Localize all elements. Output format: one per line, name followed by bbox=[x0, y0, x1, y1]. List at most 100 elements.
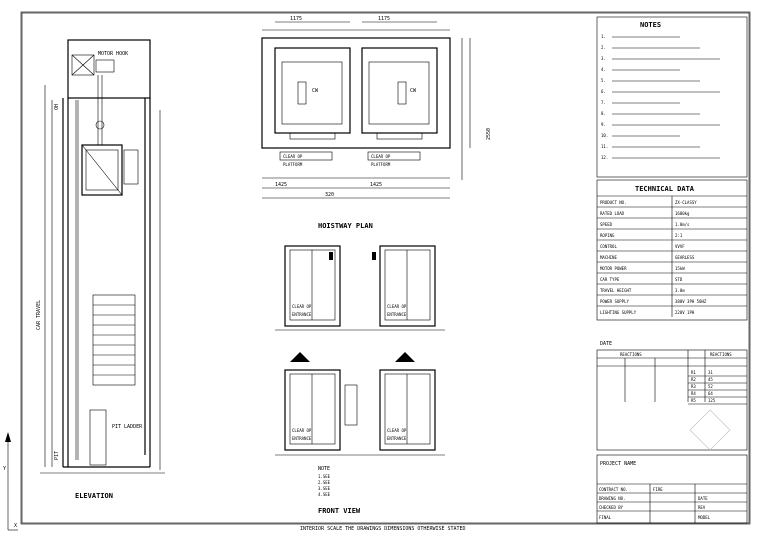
reaction-value: 64 bbox=[708, 391, 713, 396]
elevation-title: ELEVATION bbox=[75, 492, 113, 500]
machine-note: MOTOR HOOK bbox=[98, 51, 128, 57]
reaction-id: R3 bbox=[691, 384, 696, 389]
svg-text:CONTRACT NO.: CONTRACT NO. bbox=[599, 487, 628, 492]
ladder bbox=[92, 294, 136, 386]
machine-room bbox=[67, 39, 151, 99]
svg-text:DATE: DATE bbox=[600, 341, 612, 347]
reaction-value: 52 bbox=[708, 384, 713, 389]
tech-label: RATED LOAD bbox=[600, 211, 625, 216]
tech-label: ROPING bbox=[600, 233, 615, 238]
svg-text:2550: 2550 bbox=[486, 128, 492, 140]
note-line: 5. bbox=[601, 78, 606, 83]
svg-text:DRAWING NO.: DRAWING NO. bbox=[599, 496, 626, 501]
car-frame bbox=[81, 144, 123, 196]
hoistway-outline bbox=[261, 37, 451, 149]
front-view: CLEAR OP CLEAR OP ENTRANCE ENTRANCE CLEA… bbox=[275, 245, 445, 515]
counterweight bbox=[123, 149, 139, 185]
svg-text:ENTRANCE: ENTRANCE bbox=[387, 436, 407, 441]
elevation-view: MOTOR HOOK PIT LADDER bbox=[36, 39, 165, 500]
note-line: 12. bbox=[601, 155, 608, 160]
svg-text:PLATFORM: PLATFORM bbox=[283, 162, 303, 167]
dim-car-travel: CAR TRAVEL bbox=[36, 300, 42, 330]
tech-value: 15kW bbox=[675, 266, 685, 271]
note-line: 10. bbox=[601, 133, 608, 138]
note-line: 7. bbox=[601, 100, 606, 105]
sheave-icon bbox=[95, 120, 105, 130]
svg-text:320: 320 bbox=[325, 192, 334, 198]
svg-text:2.SEE: 2.SEE bbox=[318, 480, 331, 485]
svg-text:FIRE: FIRE bbox=[653, 487, 663, 492]
tech-label: CONTROL bbox=[600, 244, 617, 249]
tech-label: MACHINE bbox=[600, 255, 617, 260]
tech-value: 3.0m bbox=[675, 288, 685, 293]
tech-value: 1.0m/s bbox=[675, 222, 690, 227]
tech-label: MOTOR POWER bbox=[600, 266, 627, 271]
sheet-outer-border bbox=[20, 11, 751, 525]
reaction-value: 45 bbox=[708, 377, 713, 382]
sheet-border bbox=[21, 12, 750, 524]
svg-text:CLEAR OP: CLEAR OP bbox=[283, 154, 303, 159]
reaction-value: 125 bbox=[708, 398, 716, 403]
svg-text:REV: REV bbox=[698, 505, 706, 510]
reaction-id: R1 bbox=[691, 370, 696, 375]
tech-value: 380V 3PH 50HZ bbox=[675, 299, 707, 304]
svg-text:CW: CW bbox=[312, 88, 319, 94]
svg-text:1425: 1425 bbox=[370, 182, 382, 188]
note-line: 8. bbox=[601, 111, 606, 116]
svg-text:ENTRANCE: ENTRANCE bbox=[292, 436, 312, 441]
door-front-ur bbox=[379, 245, 436, 327]
note-line: 4. bbox=[601, 67, 606, 72]
svg-text:X: X bbox=[14, 523, 17, 529]
svg-text:CLEAR OP: CLEAR OP bbox=[387, 304, 407, 309]
svg-text:1175: 1175 bbox=[378, 16, 390, 22]
front-view-title: FRONT VIEW bbox=[318, 507, 361, 515]
door-front-lr bbox=[379, 369, 436, 451]
tech-value: 1600kg bbox=[675, 211, 690, 216]
door-front-ll bbox=[284, 369, 341, 451]
svg-text:NOTE: NOTE bbox=[318, 466, 330, 472]
motor-icon bbox=[95, 59, 115, 73]
tech-label: LIGHTING SUPPLY bbox=[600, 310, 637, 315]
svg-text:CLEAR OP: CLEAR OP bbox=[292, 304, 312, 309]
hoistway-plan-title: HOISTWAY PLAN bbox=[318, 222, 373, 230]
note-line: 9. bbox=[601, 122, 606, 127]
svg-text:CHECKED BY: CHECKED BY bbox=[599, 505, 624, 510]
tech-label: PRODUCT NO. bbox=[600, 200, 627, 205]
svg-text:CW: CW bbox=[410, 88, 417, 94]
note-line: 2. bbox=[601, 45, 606, 50]
reaction-id: R2 bbox=[691, 377, 696, 382]
svg-text:ENTRANCE: ENTRANCE bbox=[292, 312, 312, 317]
tech-value: 2:1 bbox=[675, 233, 683, 238]
tech-value: STD bbox=[675, 277, 683, 282]
svg-text:CLEAR OP: CLEAR OP bbox=[371, 154, 391, 159]
svg-text:CLEAR OP: CLEAR OP bbox=[292, 428, 312, 433]
svg-text:1.SEE: 1.SEE bbox=[318, 474, 331, 479]
tech-value: GEARLESS bbox=[675, 255, 695, 260]
machine-box bbox=[71, 54, 95, 76]
title-block: PROJECT NAME CONTRACT NO. FIRE DRAWING N… bbox=[596, 454, 748, 524]
tech-value: ZX-CLASSY bbox=[675, 200, 697, 205]
car-right bbox=[361, 47, 438, 134]
dim-overhead: OH bbox=[54, 104, 60, 110]
svg-text:PROJECT NAME: PROJECT NAME bbox=[600, 461, 636, 467]
svg-text:PLATFORM: PLATFORM bbox=[371, 162, 391, 167]
reaction-id: R5 bbox=[691, 398, 696, 403]
axis-marker-icon: Y X bbox=[3, 432, 18, 531]
tech-label: CAR TYPE bbox=[600, 277, 620, 282]
note-line: 6. bbox=[601, 89, 606, 94]
svg-text:DATE: DATE bbox=[698, 496, 708, 501]
bottom-note: INTERIOR SCALE THE DRAWINGS DIMENSIONS O… bbox=[300, 526, 466, 532]
svg-text:NOTES: NOTES bbox=[640, 21, 661, 29]
reaction-id: R4 bbox=[691, 391, 696, 396]
svg-text:ENTRANCE: ENTRANCE bbox=[387, 312, 407, 317]
svg-text:REACTIONS: REACTIONS bbox=[620, 352, 642, 357]
svg-text:1175: 1175 bbox=[290, 16, 302, 22]
svg-text:TECHNICAL DATA: TECHNICAL DATA bbox=[635, 185, 695, 193]
pit-note: PIT LADDER bbox=[112, 424, 143, 430]
door-front-ul bbox=[284, 245, 341, 327]
tech-label: POWER SUPPLY bbox=[600, 299, 629, 304]
tech-value: VVVF bbox=[675, 244, 685, 249]
note-line: 11. bbox=[601, 144, 608, 149]
hoistway-plan: CW CW 1175 1175 2550 CLEAR OP CLEAR OP P… bbox=[261, 16, 492, 230]
